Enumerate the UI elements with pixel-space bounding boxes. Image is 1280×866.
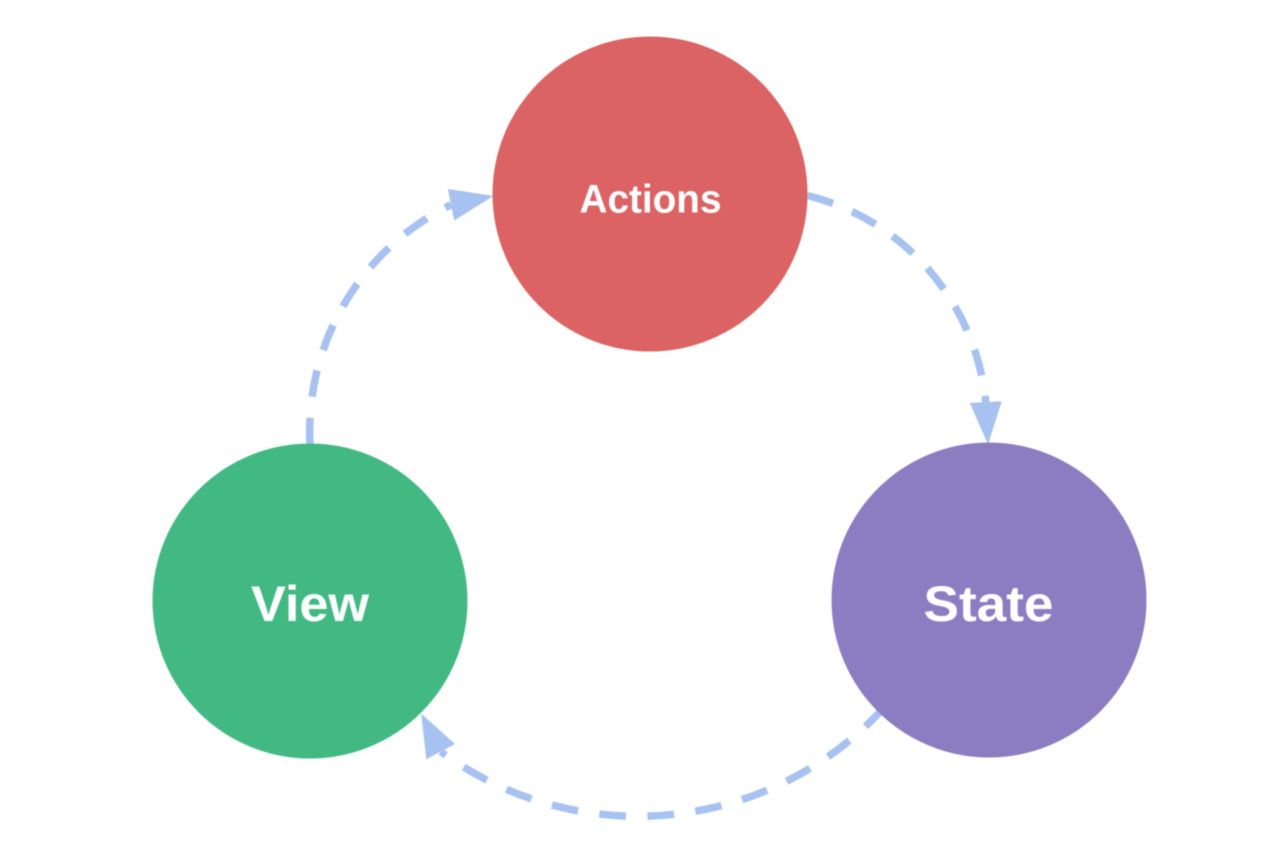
svg-text:State: State <box>924 576 1054 632</box>
svg-text:View: View <box>251 576 369 632</box>
svg-text:Actions: Actions <box>580 178 722 222</box>
